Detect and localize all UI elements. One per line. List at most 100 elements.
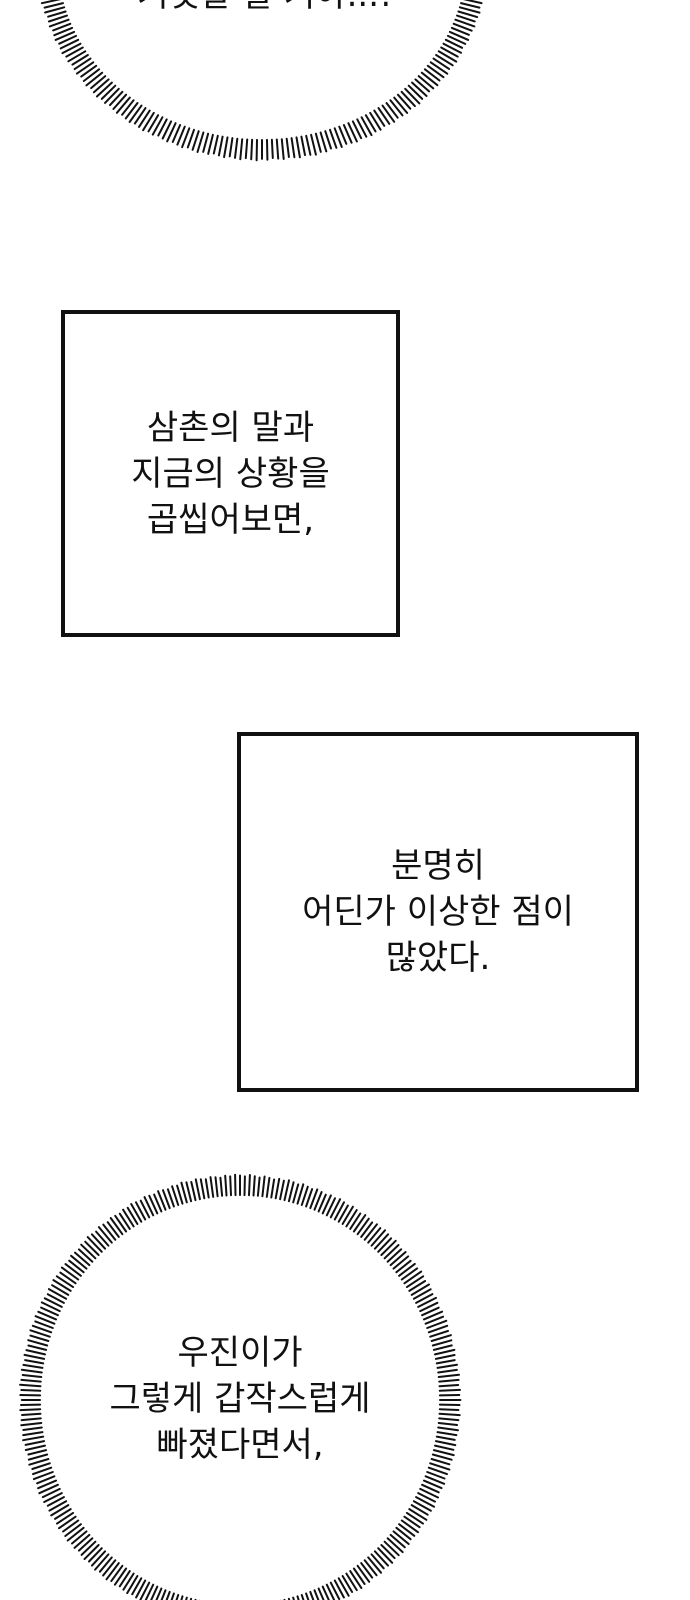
burst-tick xyxy=(373,109,386,127)
burst-tick xyxy=(287,1181,295,1203)
burst-tick xyxy=(395,1526,412,1541)
burst-tick xyxy=(410,1283,430,1296)
burst-tick xyxy=(415,1293,434,1304)
burst-tick xyxy=(248,1174,251,1197)
burst-tick xyxy=(94,1553,110,1571)
burst-tick xyxy=(392,1530,410,1545)
burst-tick xyxy=(426,1471,446,1480)
burst-tick xyxy=(153,1193,163,1213)
burst-tick xyxy=(290,137,296,159)
narration-2-line: 분명히 xyxy=(391,846,485,886)
burst-tick xyxy=(438,1412,461,1417)
burst-tick xyxy=(22,1363,44,1369)
burst-tick xyxy=(364,114,377,133)
burst-tick xyxy=(373,1233,390,1250)
burst-tick xyxy=(105,1562,120,1581)
burst-tick xyxy=(65,46,84,58)
burst-tick xyxy=(100,84,117,100)
burst-tick xyxy=(341,1575,354,1593)
burst-tick xyxy=(265,1176,271,1198)
burst-tick xyxy=(51,1284,70,1296)
burst-tick xyxy=(438,1384,460,1388)
burst-tick xyxy=(412,1500,432,1512)
burst-tick xyxy=(28,1458,50,1466)
burst-tick xyxy=(71,1530,88,1545)
burst-tick xyxy=(95,1230,110,1247)
burst-tick xyxy=(68,1259,85,1274)
burst-tick xyxy=(437,1422,459,1426)
thought-burst-bubble xyxy=(19,1173,462,1600)
burst-tick xyxy=(147,114,160,133)
burst-tick xyxy=(171,1185,180,1206)
burst-tick xyxy=(438,1408,460,1411)
burst-tick xyxy=(313,1589,320,1600)
burst-tick xyxy=(74,1251,91,1267)
burst-tick xyxy=(424,1475,446,1485)
burst-tick xyxy=(352,1567,366,1585)
burst-tick xyxy=(342,124,353,144)
burst-tick xyxy=(396,93,412,110)
burst-tick xyxy=(333,1579,345,1599)
thought-line: 빠졌다면서, xyxy=(156,1425,324,1465)
burst-tick xyxy=(191,130,200,151)
burst-tick xyxy=(419,1487,439,1499)
burst-tick xyxy=(165,1590,171,1600)
burst-tick xyxy=(275,138,280,160)
burst-tick xyxy=(124,102,139,120)
thought-line: 그렇게 갑작스럽게 xyxy=(109,1379,371,1419)
burst-tick xyxy=(52,1279,72,1292)
burst-tick xyxy=(370,1229,386,1247)
burst-tick xyxy=(345,1572,358,1592)
burst-tick xyxy=(118,1212,131,1230)
burst-tick xyxy=(456,14,476,23)
burst-tick xyxy=(214,1176,219,1198)
burst-tick xyxy=(360,116,373,137)
narration-box-2: 분명히 어딘가 이상한 점이 많았다. xyxy=(237,732,639,1092)
burst-tick xyxy=(31,1462,51,1470)
burst-tick xyxy=(24,1440,46,1446)
burst-tick xyxy=(29,1329,51,1338)
burst-tick xyxy=(52,22,72,32)
burst-tick xyxy=(356,1564,371,1583)
burst-tick xyxy=(22,1435,45,1442)
burst-tick xyxy=(199,1178,206,1200)
burst-tick xyxy=(347,122,358,143)
burst-tick xyxy=(383,1244,400,1260)
burst-tick xyxy=(437,50,458,63)
burst-tick xyxy=(430,1334,452,1342)
burst-tick xyxy=(392,1255,410,1270)
burst-tick xyxy=(373,1550,389,1567)
burst-tick xyxy=(314,132,322,153)
burst-tick xyxy=(300,1594,305,1600)
burst-tick xyxy=(135,1579,147,1599)
burst-tick xyxy=(34,1320,54,1329)
burst-tick xyxy=(338,125,348,145)
burst-tick xyxy=(162,1189,171,1210)
burst-tick xyxy=(429,61,449,75)
burst-tick xyxy=(351,120,363,140)
burst-tick xyxy=(360,1562,374,1579)
burst-tick xyxy=(186,128,195,149)
burst-tick xyxy=(454,18,476,28)
burst-tick xyxy=(47,1288,68,1300)
burst-tick xyxy=(244,138,249,160)
burst-tick xyxy=(274,1177,281,1200)
burst-tick xyxy=(71,54,89,66)
burst-tick xyxy=(157,1190,167,1211)
burst-tick xyxy=(43,2,64,9)
burst-tick xyxy=(109,90,124,107)
burst-tick xyxy=(20,1368,43,1374)
burst-tick xyxy=(20,1422,43,1427)
burst-tick xyxy=(367,1556,382,1574)
burst-tick xyxy=(419,1301,439,1313)
burst-tick xyxy=(429,1329,449,1338)
burst-tick xyxy=(19,1383,42,1388)
burst-tick xyxy=(434,1440,457,1447)
burst-tick xyxy=(144,1583,155,1600)
burst-tick xyxy=(122,1572,135,1591)
burst-tick xyxy=(434,1354,456,1360)
burst-tick xyxy=(422,1479,443,1490)
burst-tick xyxy=(110,1564,124,1583)
burst-tick xyxy=(142,111,155,132)
burst-tick xyxy=(121,99,135,116)
